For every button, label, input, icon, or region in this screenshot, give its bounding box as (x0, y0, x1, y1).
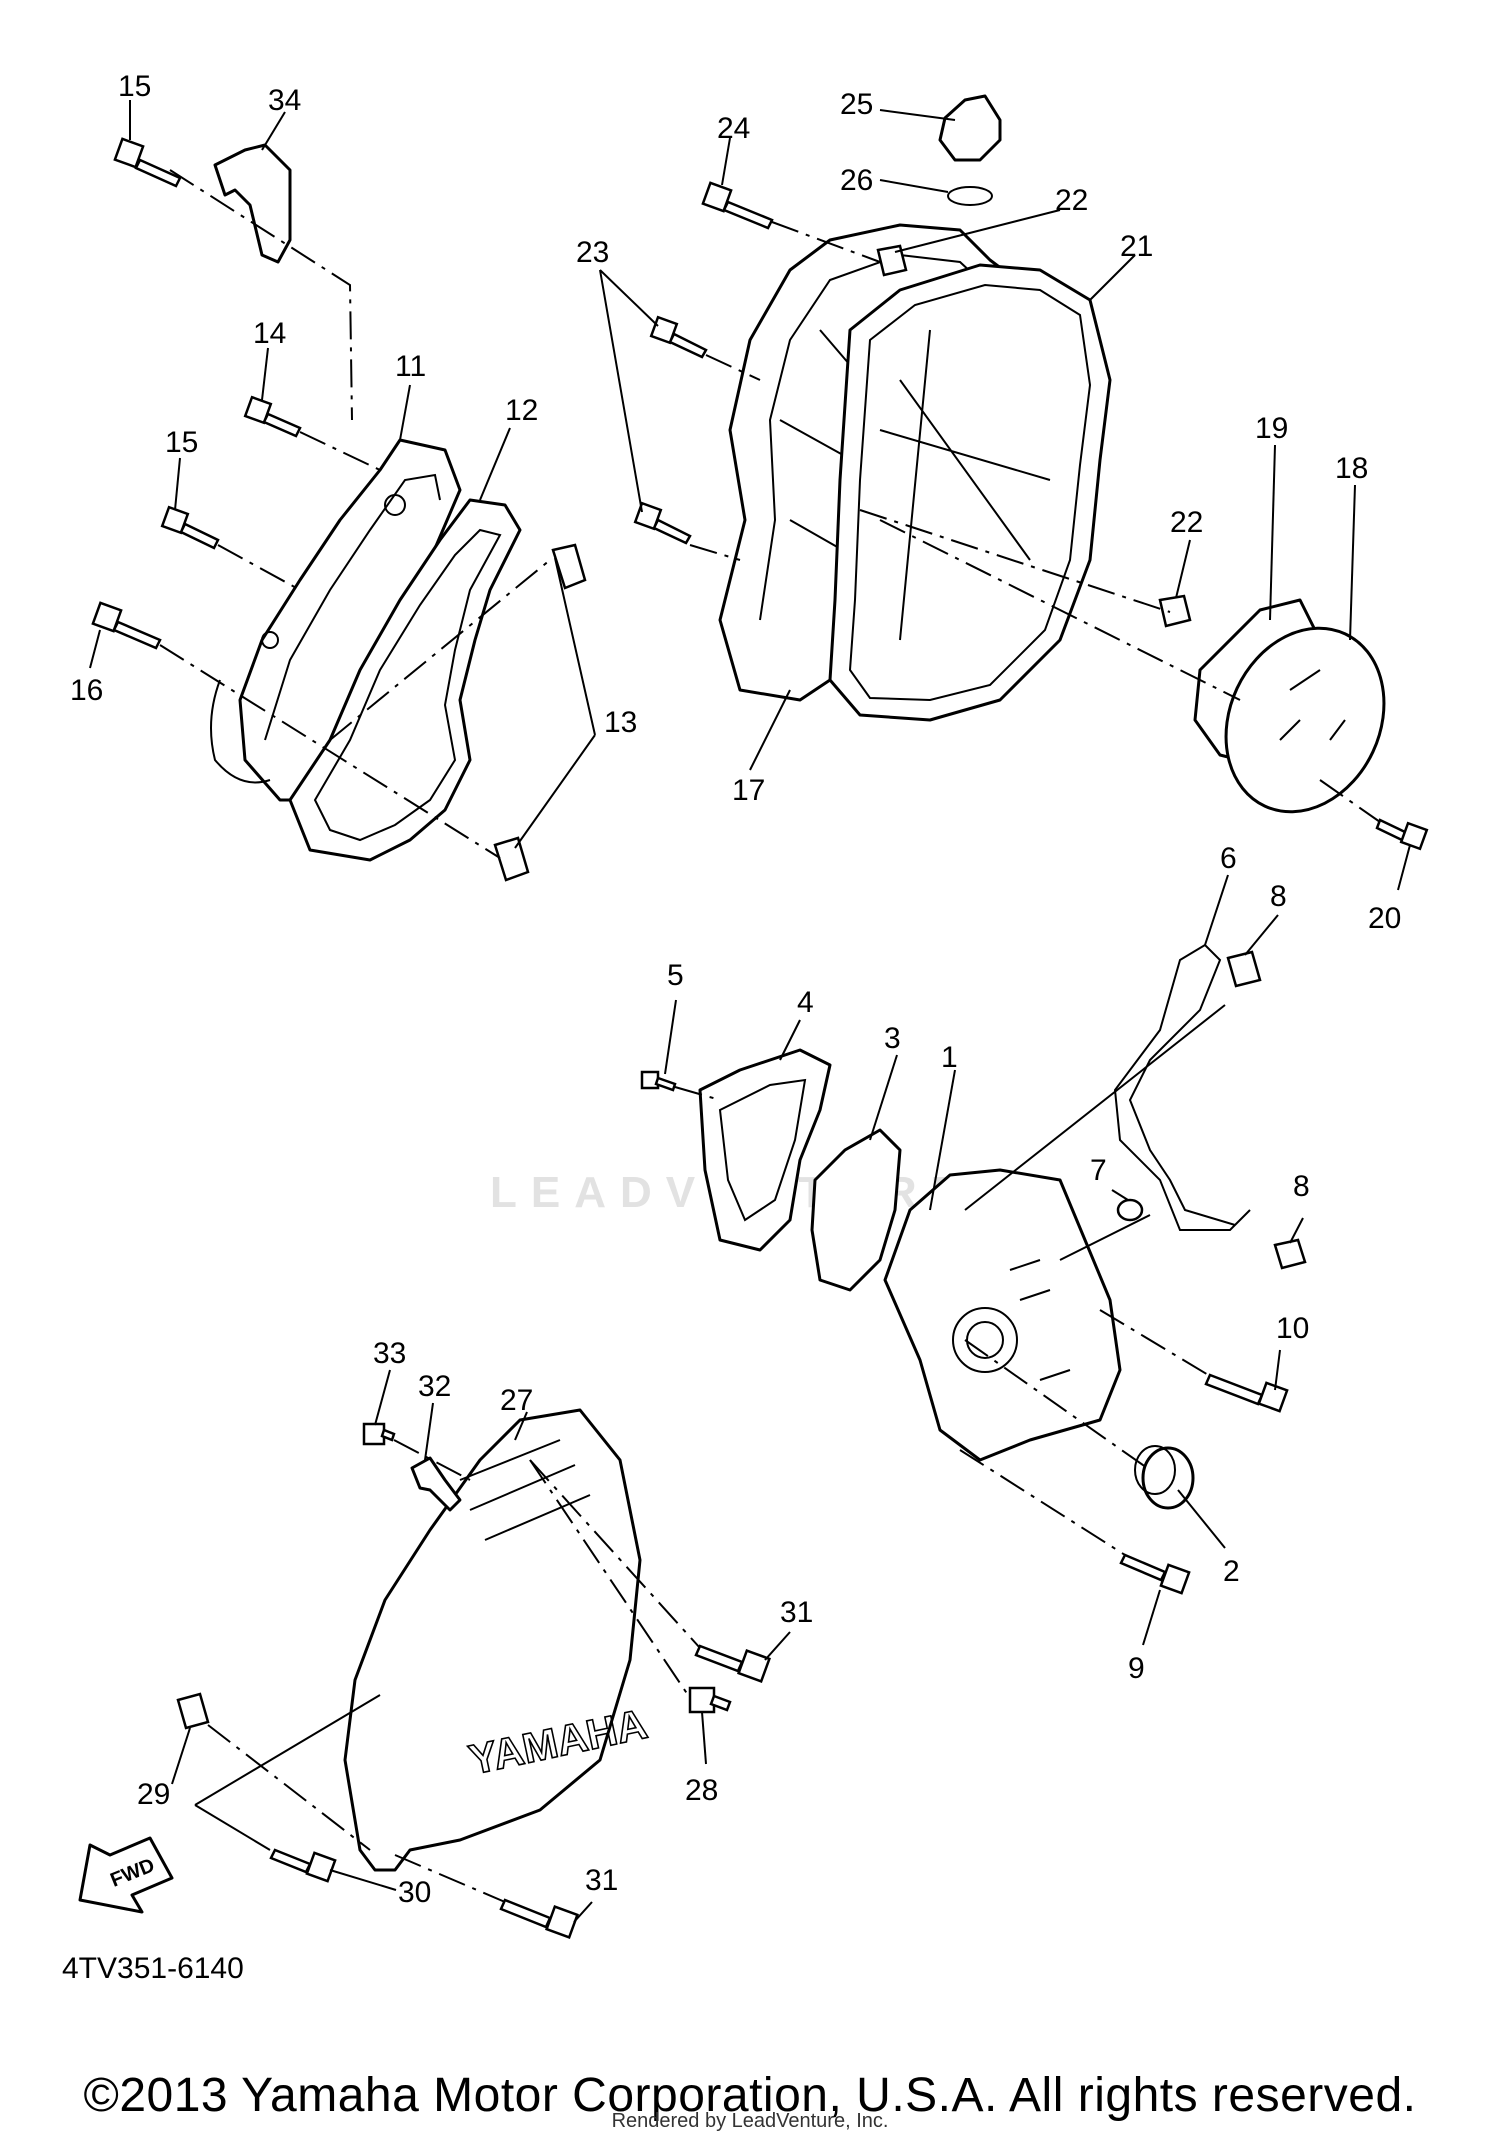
callout-7: 7 (1090, 1154, 1107, 1187)
screw-5 (640, 1070, 677, 1092)
callout-22-lower: 22 (1170, 506, 1203, 539)
callout-31-upper: 31 (780, 1596, 813, 1629)
callout-13: 13 (604, 706, 637, 739)
callout-26: 26 (840, 164, 873, 197)
dowel-8 (1226, 950, 1307, 1270)
callout-2: 2 (1223, 1555, 1240, 1588)
dowel-29 (176, 1692, 210, 1730)
callout-12: 12 (505, 394, 538, 427)
callout-9: 9 (1128, 1652, 1145, 1685)
callout-labels: 1 2 3 4 5 6 7 8 8 9 10 11 12 13 14 15 15… (70, 70, 1401, 1909)
callout-16: 16 (70, 674, 103, 707)
bracket-32 (410, 1456, 462, 1512)
drawing-code: 4TV351-6140 (62, 1952, 244, 1985)
screw-20 (1375, 818, 1429, 851)
dowel-22 (876, 244, 1192, 628)
callout-3: 3 (884, 1022, 901, 1055)
callout-21: 21 (1120, 230, 1153, 263)
gasket-12 (288, 498, 522, 862)
callout-31-lower: 31 (585, 1864, 618, 1897)
callout-22-upper: 22 (1055, 184, 1088, 217)
callout-11: 11 (395, 350, 426, 383)
bolt-28 (688, 1686, 732, 1714)
bolt-23 (633, 315, 708, 545)
callout-8-upper: 8 (1270, 880, 1287, 913)
callout-24: 24 (717, 112, 750, 145)
cover-plate-6 (1113, 943, 1251, 1231)
bracket-34 (213, 143, 292, 264)
bolt-24 (701, 181, 774, 230)
gasket-4 (698, 1048, 832, 1252)
rendered-by-notice: Rendered by LeadVenture, Inc. (611, 2110, 889, 2132)
callout-29: 29 (137, 1778, 170, 1811)
callout-5: 5 (667, 959, 684, 992)
generator-cover-27: YAMAHA (343, 1408, 652, 1872)
bolt-14 (243, 395, 302, 438)
callout-28: 28 (685, 1774, 718, 1807)
gasket-21 (828, 263, 1112, 722)
callout-23: 23 (576, 236, 609, 269)
housing-1 (883, 1168, 1122, 1462)
o-ring-26 (947, 186, 993, 206)
callout-19: 19 (1255, 412, 1288, 445)
bolt-9 (1119, 1553, 1191, 1595)
fwd-arrow-icon: FWD (78, 1836, 174, 1914)
gasket-3 (810, 1128, 902, 1292)
callout-33: 33 (373, 1337, 406, 1370)
washer-7 (1116, 1198, 1144, 1222)
callout-4: 4 (797, 986, 814, 1019)
leader-lines (89, 100, 1411, 1923)
callout-30: 30 (398, 1876, 431, 1909)
dowel-pin-13 (493, 543, 587, 882)
callout-14: 14 (253, 317, 286, 350)
bolt-15-lower (160, 505, 220, 550)
callout-17: 17 (732, 774, 765, 807)
callout-8-lower: 8 (1293, 1170, 1310, 1203)
bolt-16 (91, 601, 162, 650)
bolt-10 (1204, 1373, 1289, 1413)
callout-1: 1 (941, 1041, 958, 1074)
bolt-15-upper (113, 137, 182, 188)
callout-15-lower: 15 (165, 426, 198, 459)
callout-32: 32 (418, 1370, 451, 1403)
callout-27: 27 (500, 1384, 533, 1417)
callout-10: 10 (1276, 1312, 1309, 1345)
callout-20: 20 (1368, 902, 1401, 935)
callout-34: 34 (268, 84, 301, 117)
callout-6: 6 (1220, 842, 1237, 875)
bolt-31 (499, 1644, 771, 1939)
plate-18 (1224, 626, 1386, 814)
copyright-notice: ©2013 Yamaha Motor Corporation, U.S.A. A… (83, 2069, 1417, 2122)
oil-filler-cap-25 (938, 94, 1002, 162)
nut-33 (362, 1422, 396, 1446)
bolt-30 (269, 1848, 337, 1883)
callout-18: 18 (1335, 452, 1368, 485)
callout-25: 25 (840, 88, 873, 121)
callout-15-upper: 15 (118, 70, 151, 103)
